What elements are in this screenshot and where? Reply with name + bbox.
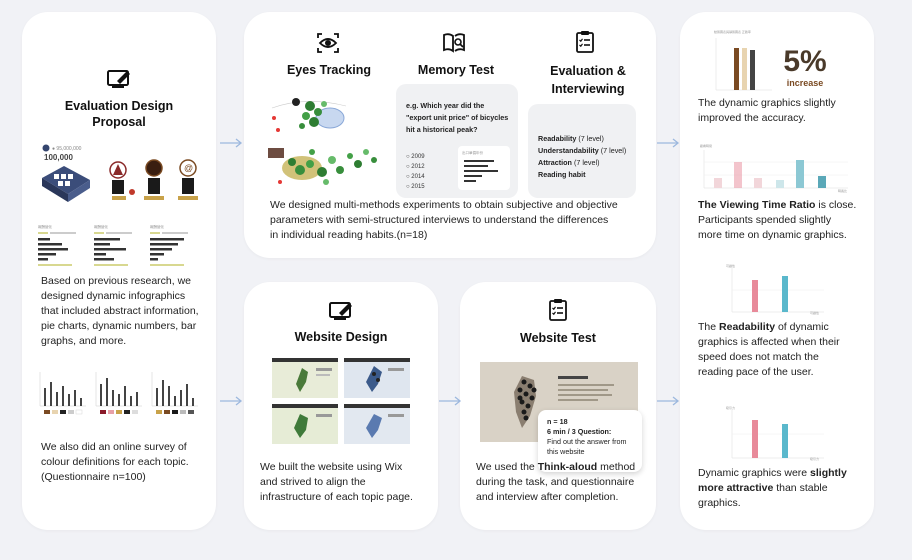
result-accuracy-text: The dynamic graphics slightly improved t…	[698, 97, 836, 124]
methods-card: Eyes Tracking Memory Test Evaluation & I…	[244, 12, 656, 258]
svg-text:報酬變化: 報酬變化	[94, 224, 108, 229]
test-info-popup: n = 18 6 min / 3 Question: Find out the …	[538, 410, 642, 472]
clipboard-icon	[549, 299, 567, 321]
percent-increase: 5% increase	[783, 45, 827, 89]
svg-text:報酬變化: 報酬變化	[150, 224, 164, 229]
edit-monitor-icon	[107, 70, 130, 88]
colour-survey-charts	[39, 372, 198, 415]
evaluation-title: Evaluation & Interviewing	[550, 64, 626, 96]
proposal-title: Evaluation Design Proposal	[64, 99, 174, 129]
answer-option[interactable]: ○ 2012	[406, 164, 425, 170]
website-screenshots	[272, 358, 410, 444]
eyes-tracking-title: Eyes Tracking	[286, 63, 372, 77]
infographic-illustration: ● 95,000,000 100,000 @	[42, 144, 198, 202]
svg-text:吸引力: 吸引力	[810, 456, 819, 461]
arrow-right-icon	[220, 138, 243, 148]
results-card: 動態圖表與靜態圖表 正確率 5% increase The dynamic gr…	[680, 12, 874, 530]
viewing-time-chart: 觀看時間 時長比	[700, 143, 848, 193]
book-search-icon	[443, 33, 465, 53]
arrow-right-icon	[220, 396, 243, 406]
methods-text: We designed multi-methods experiments to…	[270, 199, 618, 241]
svg-text:● 95,000,000: ● 95,000,000	[52, 146, 82, 152]
website-design-text: We built the website using Wix and striv…	[260, 461, 413, 503]
answer-option[interactable]: ○ 2015	[406, 184, 425, 190]
website-test-text: We used the Think-aloud method during th…	[476, 461, 636, 503]
criteria-item: Reading habit	[538, 170, 586, 179]
clipboard-icon	[576, 31, 594, 53]
criteria-item: Attraction (7 level)	[538, 158, 600, 167]
big-number-text: 100,000	[44, 153, 73, 162]
memory-chart-thumb: 出口單價年份	[458, 146, 510, 190]
svg-text:報酬變化: 報酬變化	[38, 224, 52, 229]
memory-question: e.g. Which year did the "export unit pri…	[406, 101, 509, 134]
svg-text:觀看時間: 觀看時間	[700, 143, 712, 148]
answer-option[interactable]: ○ 2014	[406, 174, 425, 180]
answer-options: ○ 2009 ○ 2012 ○ 2014 ○ 2015	[406, 152, 425, 192]
criteria-item: Readability (7 level)	[538, 134, 604, 143]
result-readability-text: The Readability of dynamic graphics is a…	[698, 321, 840, 378]
svg-text:@: @	[184, 163, 193, 173]
svg-text:出口單價年份: 出口單價年份	[462, 150, 483, 155]
answer-option[interactable]: ○ 2009	[406, 154, 425, 160]
svg-text:時長比: 時長比	[838, 188, 847, 193]
svg-text:動態圖表與靜態圖表 正確率: 動態圖表與靜態圖表 正確率	[714, 29, 751, 34]
result-viewing-text: The Viewing Time Ratio is close. Partici…	[698, 199, 857, 241]
website-design-title: Website Design	[294, 330, 388, 344]
attraction-chart: 吸引力 吸引力	[726, 405, 824, 461]
proposal-text-2: We also did an online survey of colour d…	[41, 441, 189, 483]
website-test-card: Website Test n = 18 6 min / 3 Question: …	[460, 282, 656, 530]
result-attraction-text: Dynamic graphics were slightly more attr…	[698, 467, 847, 509]
proposal-text-1: Based on previous research, we designed …	[41, 275, 199, 347]
accuracy-chart: 動態圖表與靜態圖表 正確率	[714, 29, 772, 91]
arrow-right-icon	[657, 396, 680, 406]
eye-tracking-heatmaps	[266, 90, 390, 192]
proposal-bar-charts: 報酬變化 報酬變化 報酬變化	[38, 224, 188, 266]
svg-text:吸引力: 吸引力	[726, 405, 735, 410]
criteria-item: Understandability (7 level)	[538, 146, 627, 155]
memory-test-panel: e.g. Which year did the "export unit pri…	[396, 84, 518, 198]
edit-monitor-icon	[329, 302, 352, 320]
website-test-title: Website Test	[520, 331, 596, 345]
criteria-panel: Readability (7 level) Understandability …	[528, 104, 636, 198]
readability-chart: 可讀性 可讀性	[726, 263, 824, 315]
memory-test-title: Memory Test	[417, 63, 495, 77]
svg-text:可讀性: 可讀性	[810, 310, 819, 315]
arrow-right-icon	[439, 396, 462, 406]
website-design-card: Website Design We built the	[244, 282, 438, 530]
proposal-card: Evaluation Design Proposal ● 95,000,000 …	[22, 12, 216, 530]
eye-icon	[317, 33, 339, 53]
arrow-right-icon	[657, 138, 680, 148]
svg-text:可讀性: 可讀性	[726, 263, 735, 268]
